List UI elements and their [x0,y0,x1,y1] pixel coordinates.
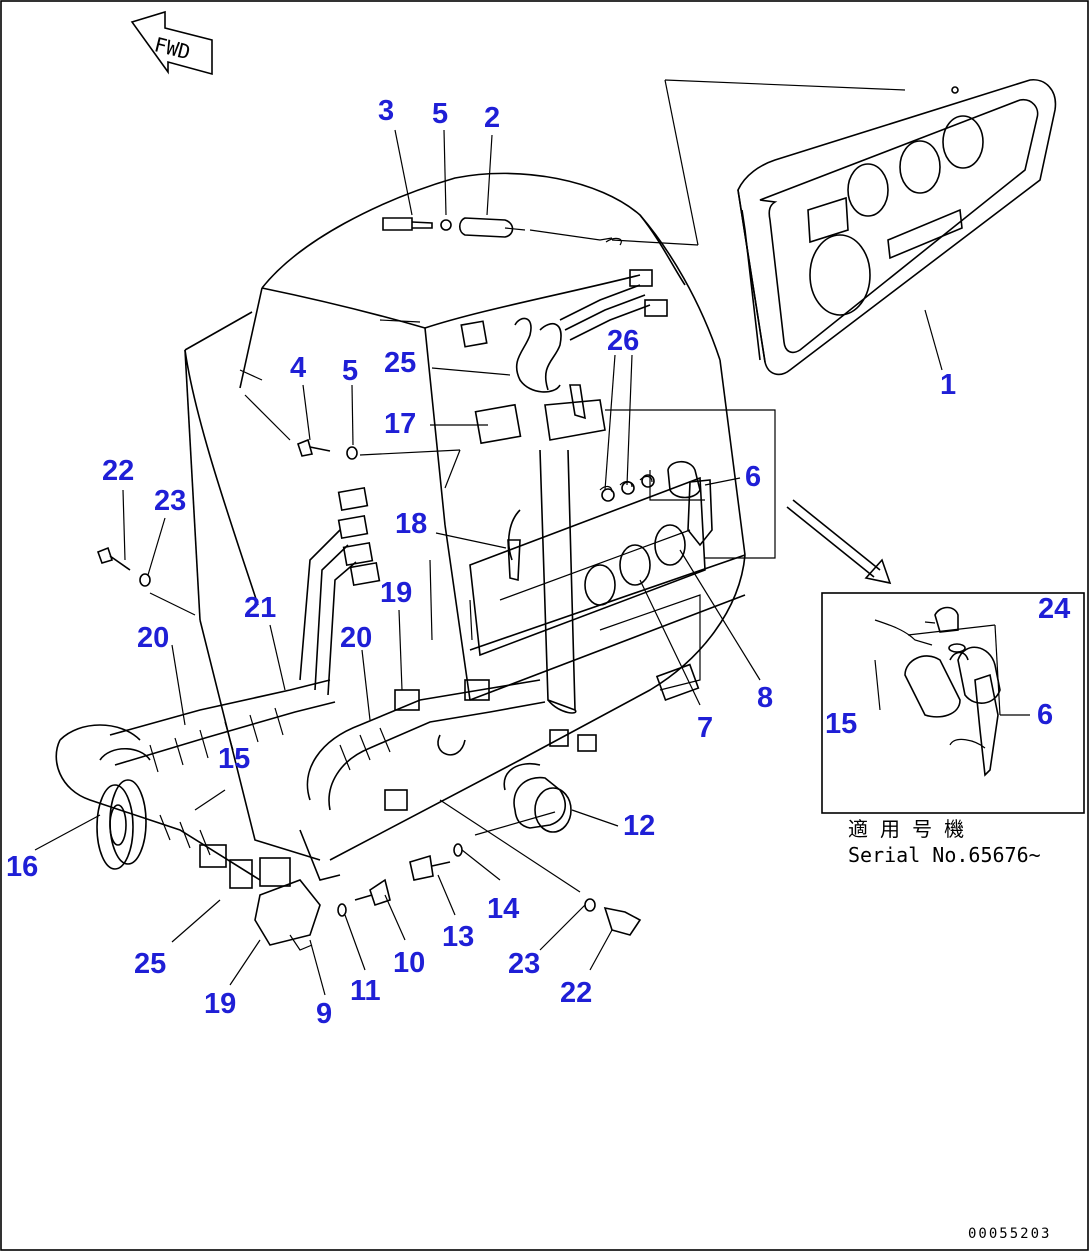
callout-10: 10 [393,947,425,979]
callout-5: 5 [432,98,448,130]
meter-panel [611,79,1057,376]
callout-box [605,409,776,559]
callout-17: 17 [384,408,416,440]
callout-19: 19 [204,988,236,1020]
callout-14: 14 [487,893,519,925]
internal-wiring [460,269,713,606]
inset-caption-jp: 適 用 号 機 [848,817,964,841]
detail-arrow-icon [786,499,892,585]
callout-22: 22 [102,455,134,487]
callout-19: 19 [380,577,412,609]
callout-6: 6 [745,461,761,493]
callout-3: 3 [378,95,394,127]
callout-1: 1 [940,369,956,401]
fwd-arrow-icon: FWD [130,10,213,76]
callout-25: 25 [384,347,416,379]
console-body [184,172,746,861]
callout-11: 11 [350,975,381,1007]
inset-detail: 適 用 号 機 Serial No.65676~ [821,592,1085,867]
inset-caption-serial: Serial No.65676~ [848,843,1041,867]
top-hardware [382,217,622,246]
callout-16: 16 [6,851,38,883]
callout-26: 26 [607,325,639,357]
callout-9: 9 [316,998,332,1030]
callout-6: 6 [1037,699,1053,731]
callout-24: 24 [1038,593,1070,625]
callout-23: 23 [154,485,186,517]
callout-25: 25 [134,948,166,980]
callout-23: 23 [508,948,540,980]
callout-12: 12 [623,810,655,842]
leader-lines [34,129,943,996]
callout-7: 7 [697,712,713,744]
callout-20: 20 [340,622,372,654]
callout-5: 5 [342,355,358,387]
callout-labels: 3 5 2 1 26 25 4 5 17 6 22 23 18 19 21 20… [6,95,1070,1030]
drawing-code: 00055203 [968,1226,1051,1242]
callout-18: 18 [395,508,427,540]
callout-15: 15 [218,743,250,775]
callout-21: 21 [244,592,276,624]
callout-13: 13 [442,921,474,953]
callout-8: 8 [757,682,773,714]
callout-4: 4 [290,352,306,384]
callout-22: 22 [560,977,592,1009]
callout-15: 15 [825,708,857,740]
callout-20: 20 [137,622,169,654]
callout-2: 2 [484,102,500,134]
